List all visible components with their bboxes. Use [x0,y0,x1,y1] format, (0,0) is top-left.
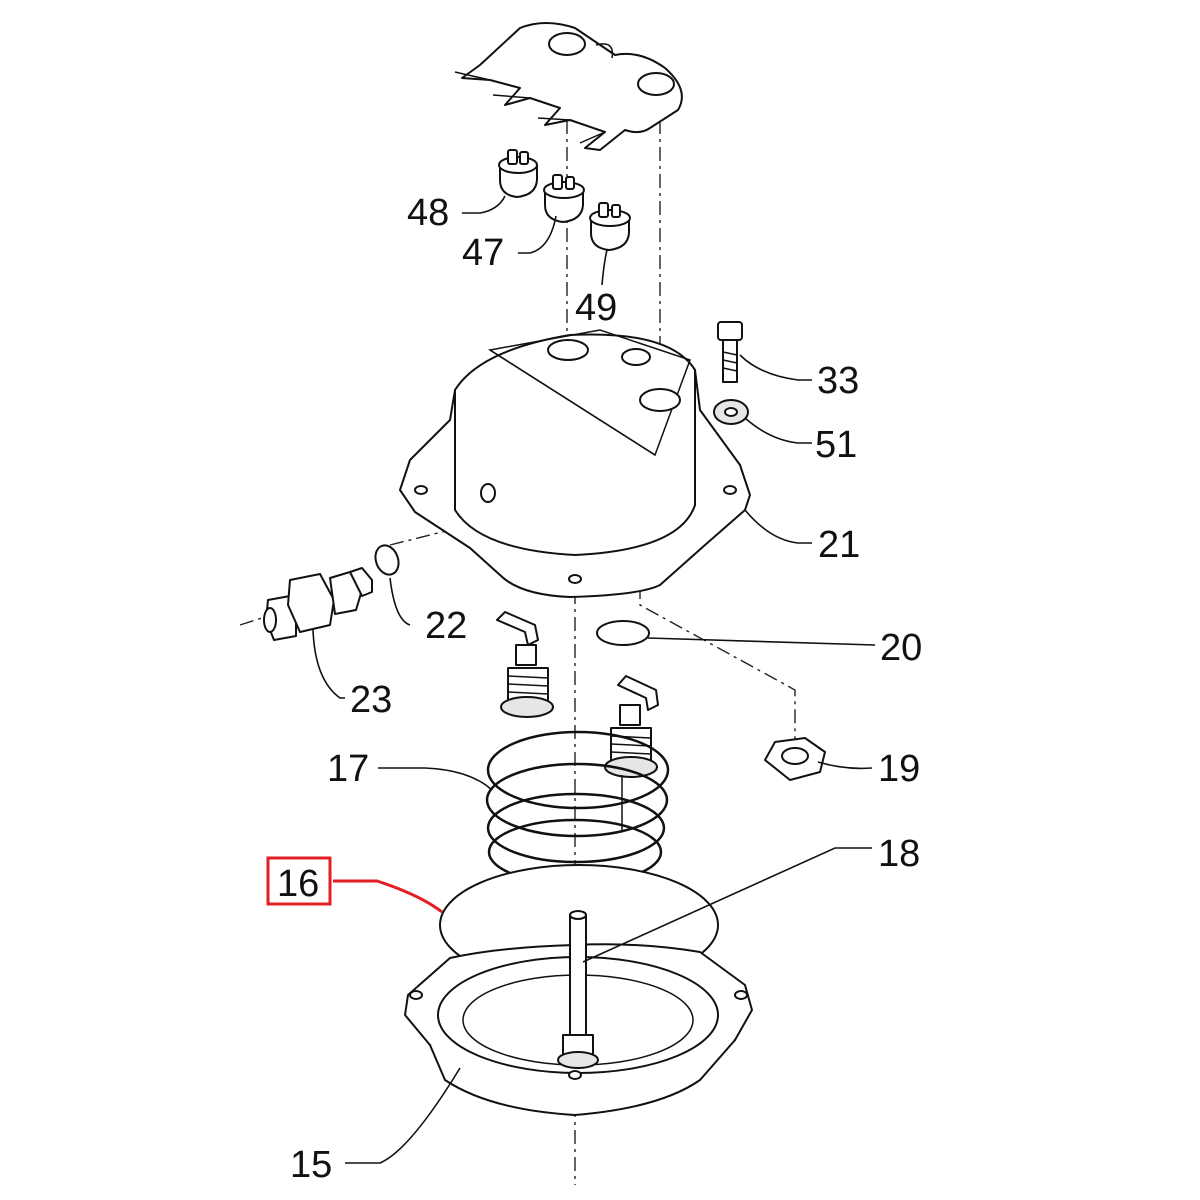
leader-lines [312,195,876,1164]
callout-48: 48 [407,192,449,234]
callout-23: 23 [350,679,392,721]
callout-33: 33 [817,360,859,402]
plug-48 [498,149,538,198]
o-ring-20 [596,620,650,646]
callout-15: 15 [290,1144,332,1186]
callout-47: 47 [462,232,504,274]
callout-17: 17 [327,748,369,790]
bolt-33 [717,321,743,383]
bracket-plate [454,22,683,151]
callout-18: 18 [878,833,920,875]
washer-51 [713,399,749,425]
callout-16: 16 [277,863,319,905]
electrode-right [604,675,659,830]
electrode-left [496,611,554,718]
callout-20: 20 [880,627,922,669]
callout-16-highlight-box [266,856,332,906]
o-ring-22 [374,544,400,576]
rod-18 [557,910,599,1069]
plug-47 [543,174,585,223]
callout-19: 19 [878,748,920,790]
callout-51: 51 [815,424,857,466]
callout-49: 49 [575,287,617,329]
cover-21 [399,329,751,598]
nut-19 [764,737,826,781]
callout-labels: 48 47 49 33 51 21 22 20 23 19 17 18 16 1… [277,192,922,1186]
plug-49 [589,202,631,251]
callout-21: 21 [818,524,860,566]
fitting-23 [263,567,373,641]
callout-22: 22 [425,605,467,647]
